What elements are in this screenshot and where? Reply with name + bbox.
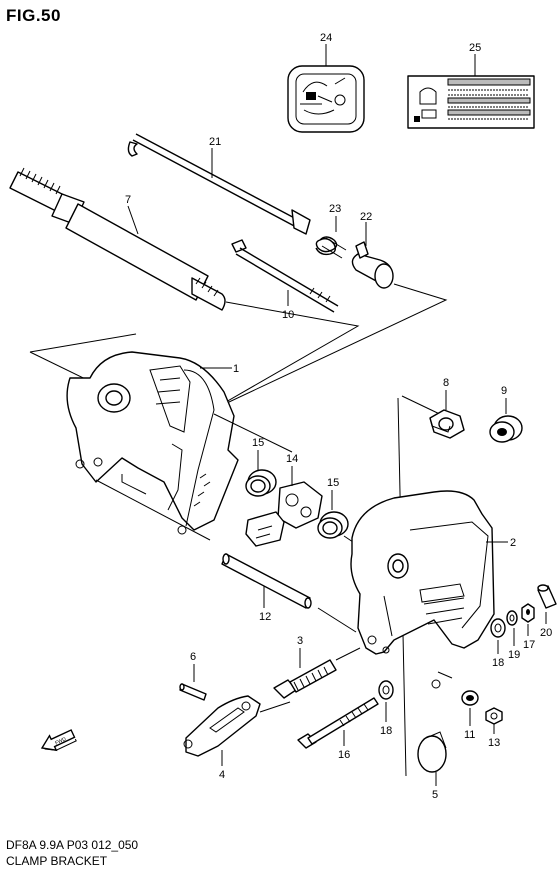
part-22-bushing[interactable] (351, 241, 394, 289)
callout-6: 6 (190, 651, 196, 663)
part-9-washer[interactable] (489, 415, 523, 443)
part-3-stud[interactable] (273, 659, 337, 699)
part-15-bushing-b[interactable] (317, 511, 349, 539)
callout-16: 16 (338, 749, 350, 761)
figure-name: CLAMP BRACKET (6, 854, 108, 868)
part-18-washer-upper[interactable] (490, 618, 506, 638)
callout-18b: 18 (492, 657, 504, 669)
callout-11: 11 (464, 729, 475, 741)
part-23-spring[interactable] (315, 236, 347, 259)
callout-9: 9 (501, 385, 507, 397)
part-10-bolt[interactable] (231, 239, 339, 313)
part-6-pin[interactable] (179, 683, 207, 701)
part-25-warning-label[interactable] (407, 75, 535, 129)
callout-15b: 15 (327, 477, 339, 489)
part-18-washer-lower[interactable] (378, 680, 394, 700)
callout-22: 22 (360, 211, 372, 223)
fwd-arrow-icon: FWD (40, 729, 77, 752)
callout-15a: 15 (252, 437, 264, 449)
part-5-cap[interactable] (417, 731, 447, 773)
part-15-bushing-a[interactable] (245, 469, 277, 497)
callout-18a: 18 (380, 725, 392, 737)
part-8-nut[interactable] (429, 409, 465, 439)
part-11-washer[interactable] (461, 690, 479, 706)
callout-2: 2 (510, 537, 516, 549)
callout-3: 3 (297, 635, 303, 647)
callout-5: 5 (432, 789, 438, 801)
figure-title: FIG.50 (6, 6, 61, 25)
callout-13: 13 (488, 737, 500, 749)
fwd-label: FWD (54, 736, 67, 746)
callout-14: 14 (286, 453, 298, 465)
part-20-bushing[interactable] (537, 584, 557, 609)
part-7-tilt-tube[interactable] (9, 167, 226, 311)
callout-24: 24 (320, 32, 332, 44)
callout-8: 8 (443, 377, 449, 389)
part-16-bolt[interactable] (297, 697, 379, 749)
part-1-clamp-bracket-left[interactable] (66, 351, 239, 535)
callout-17: 17 (523, 639, 535, 651)
callout-20: 20 (540, 627, 552, 639)
callout-10: 10 (282, 309, 294, 321)
part-4-arm[interactable] (183, 695, 261, 757)
callout-21: 21 (209, 136, 221, 148)
callout-7: 7 (125, 194, 131, 206)
part-19-washer[interactable] (506, 610, 518, 626)
callout-4: 4 (219, 769, 225, 781)
callout-25: 25 (469, 42, 481, 54)
callout-12: 12 (259, 611, 271, 623)
figure-code: DF8A 9.9A P03 012_050 (6, 838, 139, 852)
callout-1: 1 (233, 363, 239, 375)
callout-19: 19 (508, 649, 520, 661)
callout-23: 23 (329, 203, 341, 215)
part-21-rod[interactable] (127, 133, 311, 235)
part-24-label[interactable] (287, 65, 365, 133)
part-12-pin[interactable] (221, 553, 312, 609)
part-14-plate[interactable] (245, 481, 323, 547)
part-2-clamp-bracket-right[interactable] (350, 490, 495, 689)
part-17-nut[interactable] (521, 603, 535, 623)
part-13-nut[interactable] (485, 707, 503, 725)
